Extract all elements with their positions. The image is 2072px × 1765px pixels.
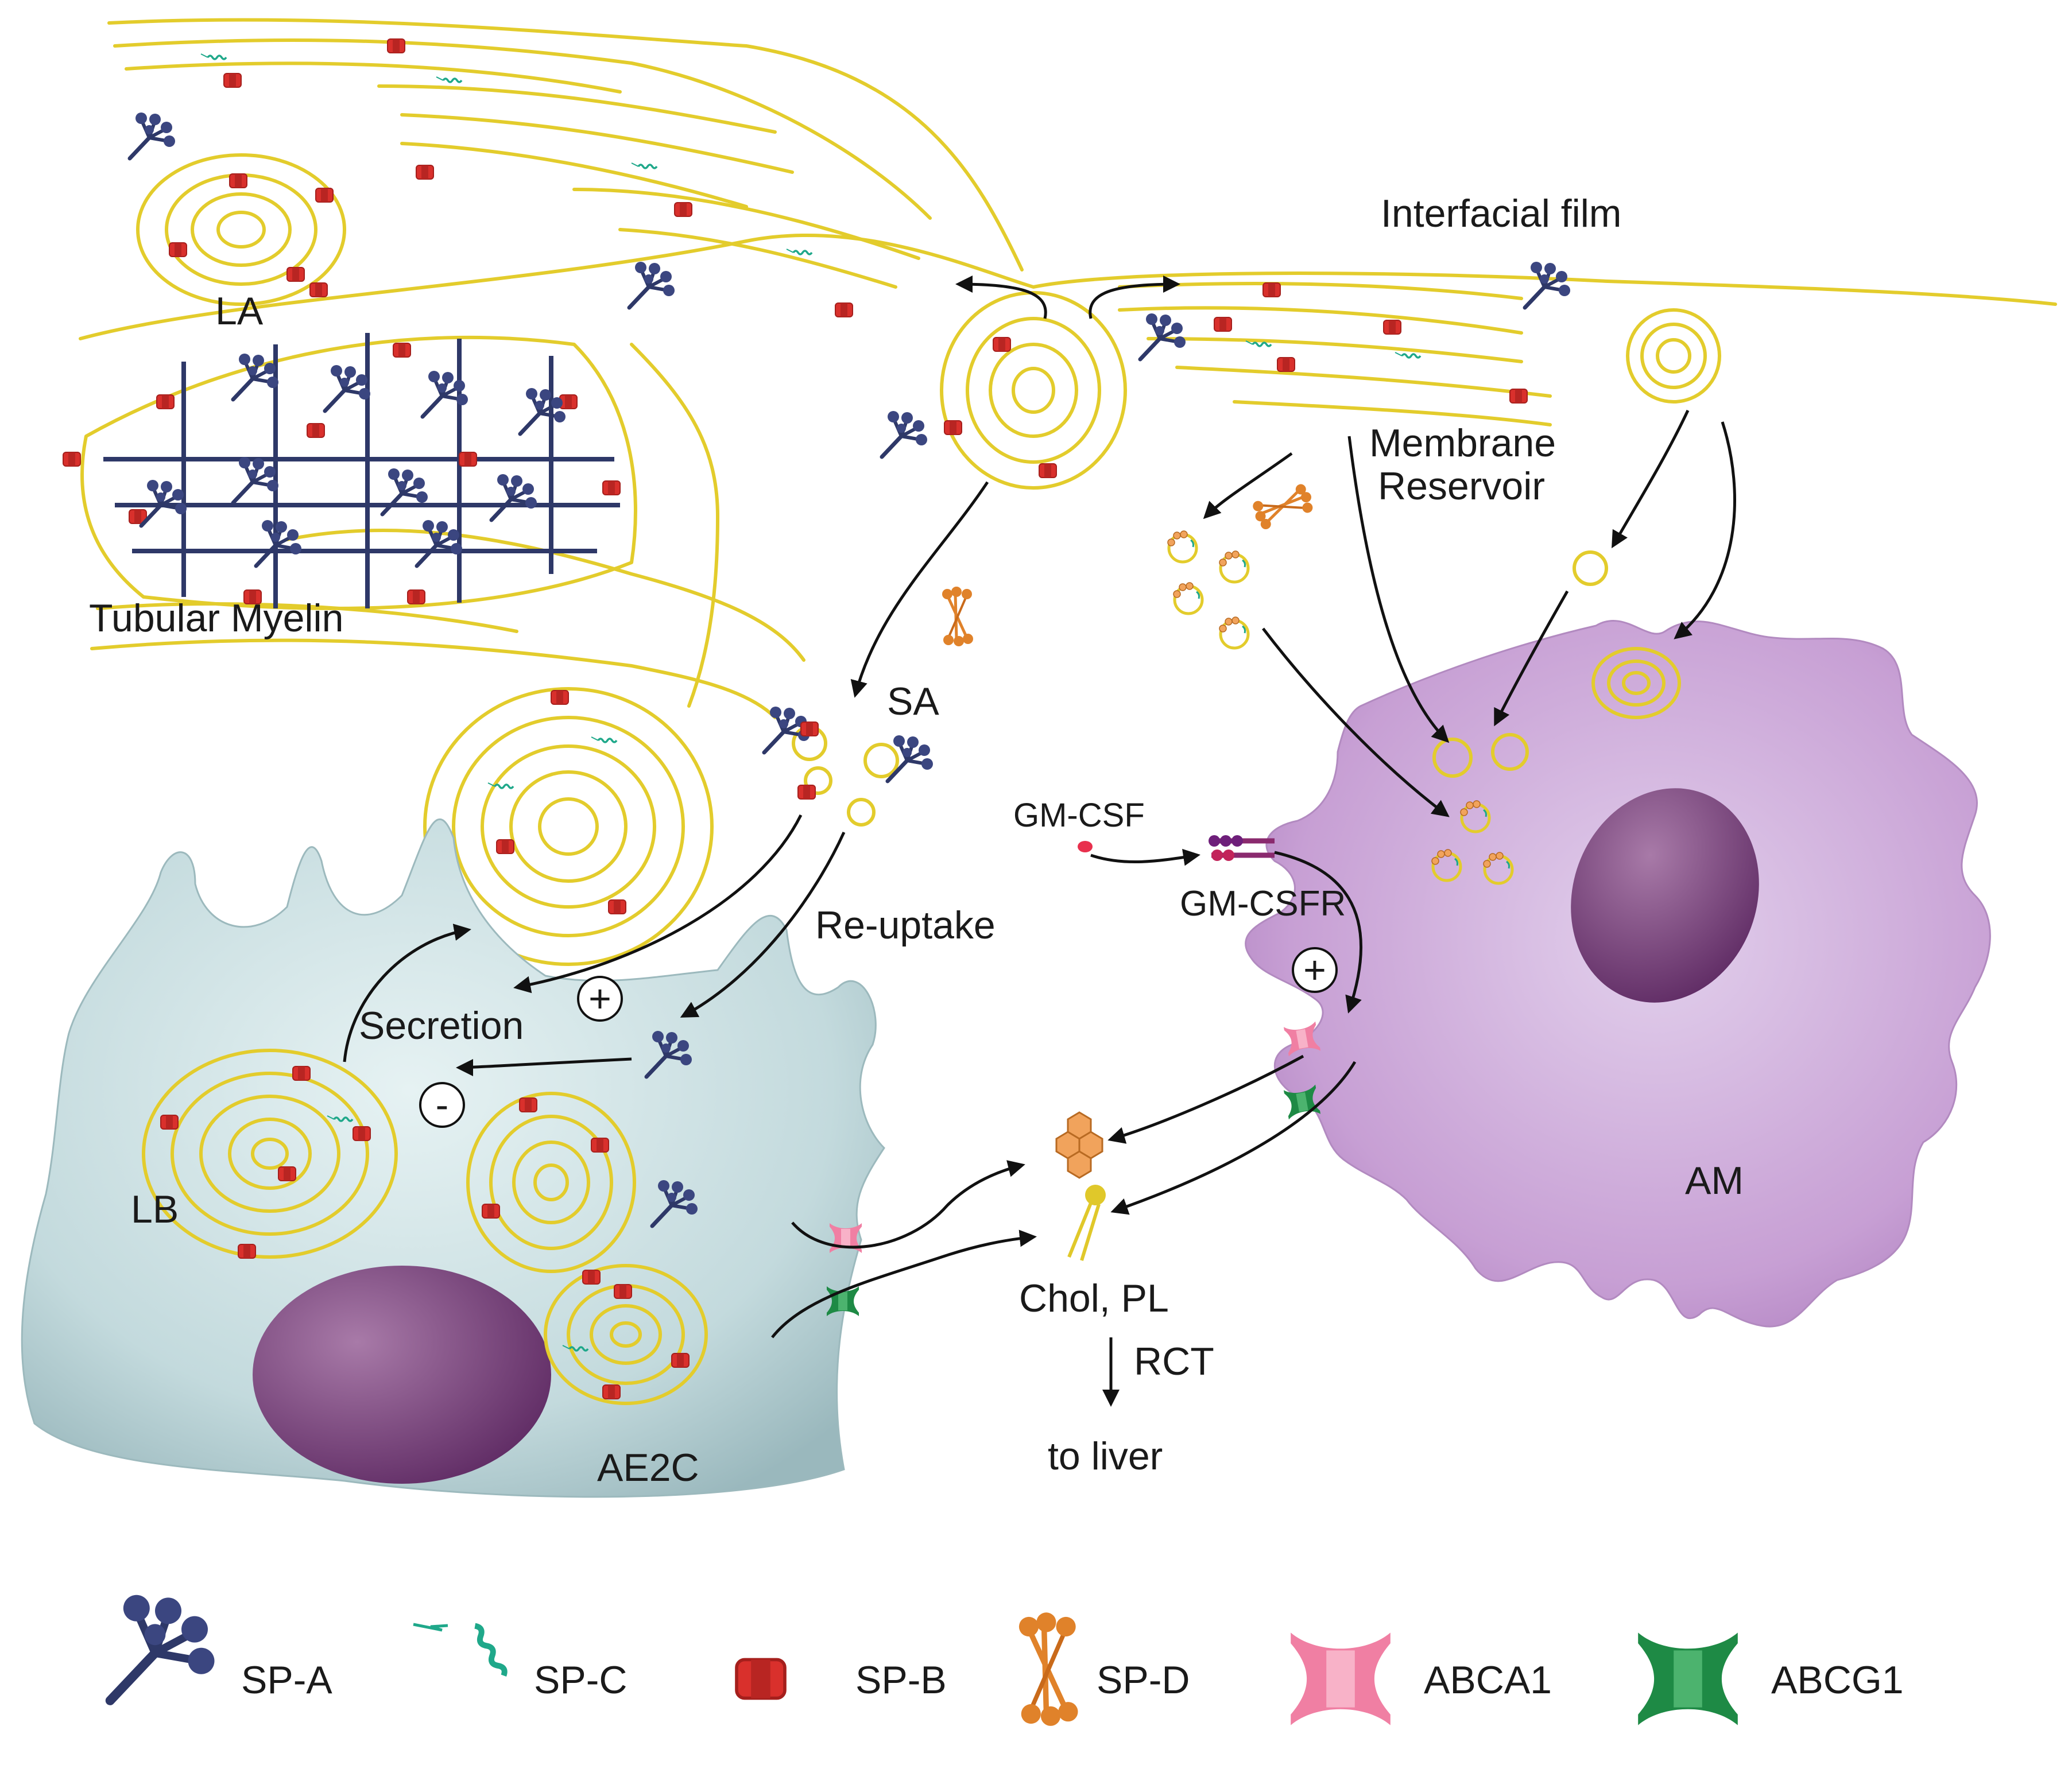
- legend-label-sp-a: SP-A: [241, 1658, 332, 1702]
- label-la: LA: [215, 289, 264, 333]
- label-tubular-myelin: Tubular Myelin: [89, 596, 343, 640]
- am-nucleus: [1571, 788, 1759, 1003]
- am-cell: [1245, 620, 1991, 1328]
- label-rct: RCT: [1134, 1340, 1214, 1383]
- small-multilamellar-vesicle: [1626, 308, 1721, 404]
- label-membrane-reservoir-line2: Reservoir: [1378, 464, 1545, 508]
- legend-label-sp-c: SP-C: [534, 1658, 627, 1702]
- cholesterol-icon: [1055, 1111, 1103, 1179]
- legend-label-sp-d: SP-D: [1097, 1658, 1190, 1702]
- label-gm-csfr: GM-CSFR: [1180, 884, 1346, 924]
- sp-c-markers-film: [200, 53, 1422, 789]
- label-chol-pl: Chol, PL: [1019, 1277, 1169, 1320]
- sp-b-markers-film: [63, 38, 1528, 914]
- film-spread-arrow-right: [1089, 276, 1180, 319]
- label-secretion: Secretion: [359, 1004, 524, 1048]
- film-vesicle: [940, 291, 1127, 490]
- pathway-arrows: [343, 409, 1736, 1407]
- sp-c-icon: [413, 1623, 508, 1677]
- gm-csfr-icon: [1209, 835, 1275, 861]
- phospholipid-icon: [1067, 1185, 1106, 1261]
- label-ae2c: AE2C: [597, 1446, 699, 1489]
- sp-a-markers-film: [130, 113, 1570, 566]
- tubular-myelin-lattice: [80, 333, 637, 610]
- sp-a-icon: [110, 1595, 215, 1701]
- secreted-lamellar-body: [423, 687, 714, 966]
- lamellar-bodies: [142, 1031, 708, 1405]
- label-plus-gm-csfr: +: [1303, 948, 1326, 992]
- film-spread-arrow-left: [955, 276, 1047, 319]
- alveolar-vesicles: [764, 482, 1608, 827]
- interfacial-film: [79, 18, 2057, 719]
- ae2c-cell: [21, 818, 885, 1498]
- label-am: AM: [1685, 1159, 1744, 1202]
- am-vesicles: [1432, 647, 1681, 883]
- label-to-liver: to liver: [1048, 1434, 1163, 1478]
- legend-label-abcg1: ABCG1: [1771, 1658, 1904, 1702]
- legend: SP-A SP-C SP-B SP-D ABCA1 ABCG1: [110, 1595, 1904, 1726]
- gm-csf-signaling: [1078, 835, 1275, 861]
- legend-label-abca1: ABCA1: [1424, 1658, 1552, 1702]
- label-re-uptake: Re-uptake: [815, 903, 996, 947]
- regulation-markers: [419, 947, 1338, 1128]
- sp-d-icon: [1019, 1612, 1078, 1726]
- label-lb: LB: [131, 1188, 179, 1231]
- label-sa: SA: [887, 680, 939, 723]
- legend-label-sp-b: SP-B: [855, 1658, 947, 1702]
- label-gm-csf: GM-CSF: [1013, 797, 1145, 834]
- abca1-icon: [1291, 1632, 1391, 1725]
- label-interfacial-film: Interfacial film: [1381, 192, 1621, 235]
- label-minus-secretion: -: [436, 1083, 449, 1127]
- abcg1-icon: [1638, 1632, 1738, 1725]
- label-plus-secretion: +: [588, 977, 611, 1021]
- label-membrane-reservoir-line1: Membrane: [1369, 421, 1556, 465]
- sp-b-icon: [737, 1659, 785, 1698]
- ae2c-nucleus: [253, 1266, 551, 1484]
